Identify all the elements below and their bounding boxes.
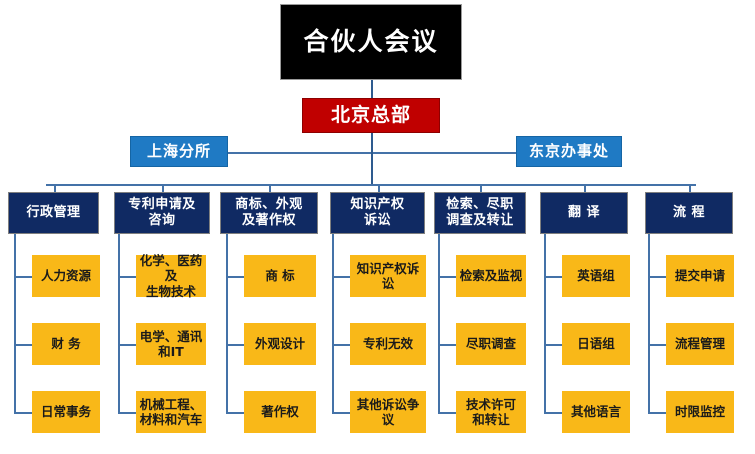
connector-bus-to-department-3 <box>269 184 271 192</box>
node-team-7-2[interactable]: 流程管理 <box>666 323 734 365</box>
connector-team-7-3 <box>648 412 666 414</box>
connector-team-2-2 <box>118 344 136 346</box>
connector-bus-to-department-1 <box>54 184 56 192</box>
connector-spine-department-4 <box>332 234 334 412</box>
node-team-6-1[interactable]: 英语组 <box>562 255 630 297</box>
connector-team-1-1 <box>14 276 32 278</box>
connector-team-1-2 <box>14 344 32 346</box>
connector-department-bus <box>46 184 696 186</box>
connector-spine-department-3 <box>226 234 228 412</box>
connector-spine-department-6 <box>544 234 546 412</box>
node-branch-tokyo[interactable]: 东京办事处 <box>516 136 622 167</box>
connector-spine-department-2 <box>118 234 120 412</box>
connector-team-3-1 <box>226 276 244 278</box>
node-team-4-1[interactable]: 知识产权诉讼 <box>350 255 426 297</box>
connector-team-5-2 <box>438 344 456 346</box>
connector-team-6-3 <box>544 412 562 414</box>
node-branch-shanghai[interactable]: 上海分所 <box>130 136 228 167</box>
node-team-6-2[interactable]: 日语组 <box>562 323 630 365</box>
node-team-1-1[interactable]: 人力资源 <box>32 255 100 297</box>
node-department-5[interactable]: 检索、尽职 调查及转让 <box>434 192 526 234</box>
connector-spine-department-1 <box>14 234 16 412</box>
connector-team-4-1 <box>332 276 350 278</box>
node-team-2-1[interactable]: 化学、医药及 生物技术 <box>136 253 206 299</box>
node-team-1-3[interactable]: 日常事务 <box>32 391 100 433</box>
node-team-4-2[interactable]: 专利无效 <box>350 323 426 365</box>
connector-hq-down <box>371 133 373 184</box>
node-team-5-1[interactable]: 检索及监视 <box>456 255 526 297</box>
node-team-2-2[interactable]: 电学、通讯 和IT <box>136 323 206 365</box>
connector-team-4-2 <box>332 344 350 346</box>
node-department-4[interactable]: 知识产权 诉讼 <box>330 192 425 234</box>
connector-bus-to-department-6 <box>584 184 586 192</box>
connector-team-6-1 <box>544 276 562 278</box>
node-team-2-3[interactable]: 机械工程、 材料和汽车 <box>136 391 206 433</box>
connector-team-2-3 <box>118 412 136 414</box>
node-beijing-headquarters[interactable]: 北京总部 <box>302 98 440 133</box>
node-team-5-3[interactable]: 技术许可 和转让 <box>456 391 526 433</box>
connector-team-1-3 <box>14 412 32 414</box>
connector-bus-to-department-2 <box>162 184 164 192</box>
connector-team-5-3 <box>438 412 456 414</box>
node-team-5-2[interactable]: 尽职调查 <box>456 323 526 365</box>
node-team-7-1[interactable]: 提交申请 <box>666 255 734 297</box>
connector-team-5-1 <box>438 276 456 278</box>
connector-team-4-3 <box>332 412 350 414</box>
node-department-1[interactable]: 行政管理 <box>8 192 99 234</box>
node-department-7[interactable]: 流 程 <box>645 192 733 234</box>
connector-root-to-hq <box>371 80 373 98</box>
node-team-3-1[interactable]: 商 标 <box>244 255 316 297</box>
connector-team-3-2 <box>226 344 244 346</box>
connector-bus-to-department-5 <box>480 184 482 192</box>
connector-team-6-2 <box>544 344 562 346</box>
connector-team-2-1 <box>118 276 136 278</box>
node-team-3-2[interactable]: 外观设计 <box>244 323 316 365</box>
connector-bus-to-department-7 <box>689 184 691 192</box>
connector-team-3-3 <box>226 412 244 414</box>
connector-bus-to-department-4 <box>378 184 380 192</box>
connector-team-7-1 <box>648 276 666 278</box>
node-team-1-2[interactable]: 财 务 <box>32 323 100 365</box>
node-partners-meeting[interactable]: 合伙人会议 <box>280 4 462 80</box>
node-team-4-3[interactable]: 其他诉讼争议 <box>350 391 426 433</box>
connector-spine-department-7 <box>648 234 650 412</box>
node-team-3-3[interactable]: 著作权 <box>244 391 316 433</box>
node-team-7-3[interactable]: 时限监控 <box>666 391 734 433</box>
node-department-3[interactable]: 商标、外观 及著作权 <box>220 192 318 234</box>
node-department-6[interactable]: 翻 译 <box>540 192 628 234</box>
node-team-6-3[interactable]: 其他语言 <box>562 391 630 433</box>
node-department-2[interactable]: 专利申请及 咨询 <box>114 192 210 234</box>
connector-spine-department-5 <box>438 234 440 412</box>
connector-team-7-2 <box>648 344 666 346</box>
